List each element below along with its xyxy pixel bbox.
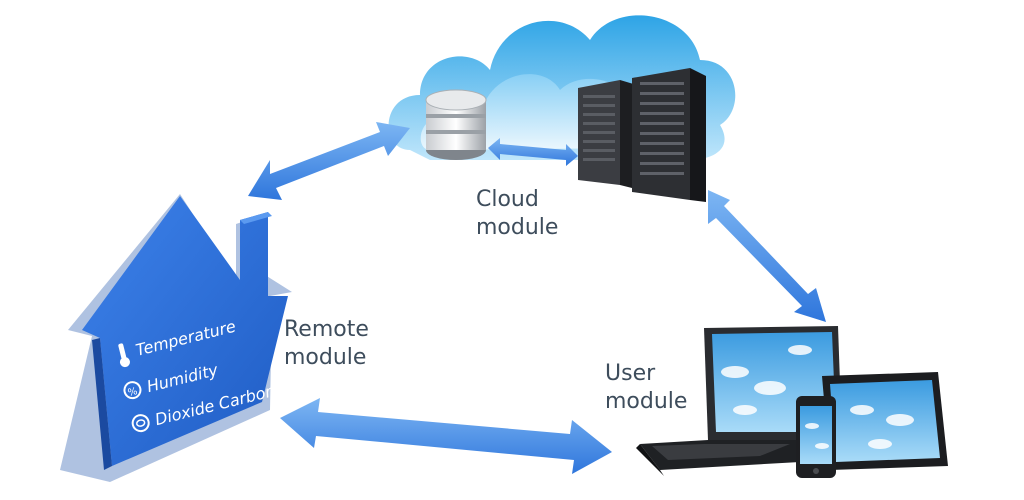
cloud-user-arrow — [708, 190, 826, 322]
cloud-module-label-line2: module — [476, 215, 559, 240]
co2-icon — [131, 414, 150, 433]
user-module-label-line2: module — [605, 389, 688, 414]
user-module-label: User module — [605, 360, 687, 416]
house-icon: Temperature % Humidity Dioxide Carbon — [60, 194, 292, 482]
remote-module-label-line1: Remote — [284, 317, 369, 342]
remote-user-arrow — [280, 398, 612, 474]
remote-module-label-line2: module — [284, 345, 367, 370]
server-rack-icon — [578, 68, 706, 202]
thermometer-icon — [118, 343, 130, 368]
user-devices-graphic — [636, 326, 948, 478]
remote-cloud-arrow — [248, 122, 410, 200]
database-icon — [425, 89, 487, 160]
tablet-icon — [822, 372, 948, 470]
phone-icon — [796, 396, 836, 478]
user-module-label-line1: User — [605, 361, 656, 386]
db-server-arrow — [488, 138, 578, 166]
cloud-module-label: Cloud module — [476, 186, 558, 242]
cloud-module-graphic — [388, 15, 736, 202]
svg-text:%: % — [127, 386, 139, 399]
cloud-module-label-line1: Cloud — [476, 187, 539, 212]
remote-module-label: Remote module — [284, 316, 369, 372]
humidity-icon: % — [123, 381, 142, 400]
